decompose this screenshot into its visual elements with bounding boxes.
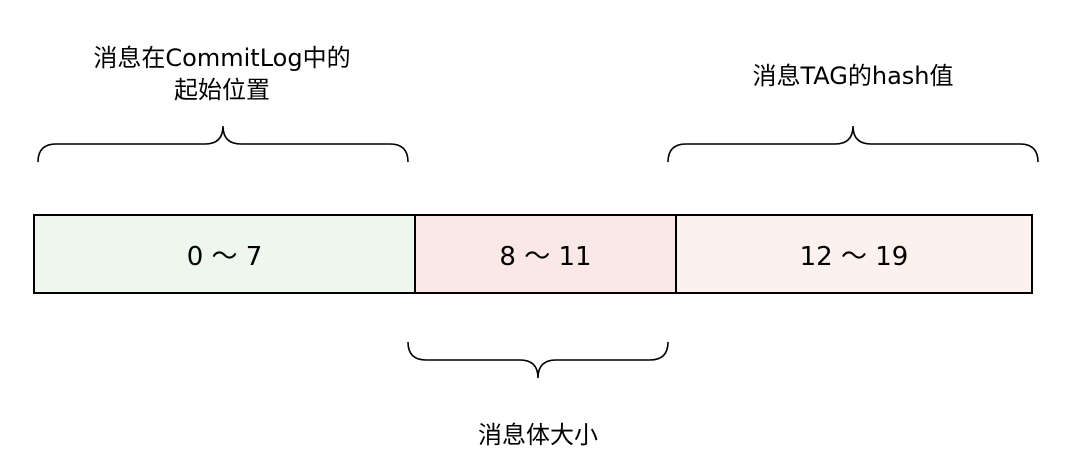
tag-hash-range-label: 12 ～ 19 <box>799 241 909 272</box>
offset-label-line-1: 消息在CommitLog中的 <box>93 44 351 72</box>
offset-range-label: 0 ～ 7 <box>186 241 263 272</box>
body-size-segment: 8 ～ 11 <box>414 216 675 292</box>
tag-hash-label: 消息TAG的hash值 <box>752 62 954 90</box>
body-size-label: 消息体大小 <box>478 421 598 449</box>
tag-hash-brace <box>667 125 1039 163</box>
body-size-range-label: 8 ～ 11 <box>499 241 592 272</box>
offset-brace <box>37 125 409 163</box>
offset-label: 消息在CommitLog中的 起始位置 <box>52 42 392 106</box>
tag-hash-segment: 12 ～ 19 <box>675 216 1031 292</box>
offset-label-line-2: 起始位置 <box>174 76 270 104</box>
body-size-brace <box>407 341 669 379</box>
consume-queue-entry: 0 ～ 7 8 ～ 11 12 ～ 19 <box>33 214 1033 294</box>
offset-segment: 0 ～ 7 <box>35 216 414 292</box>
